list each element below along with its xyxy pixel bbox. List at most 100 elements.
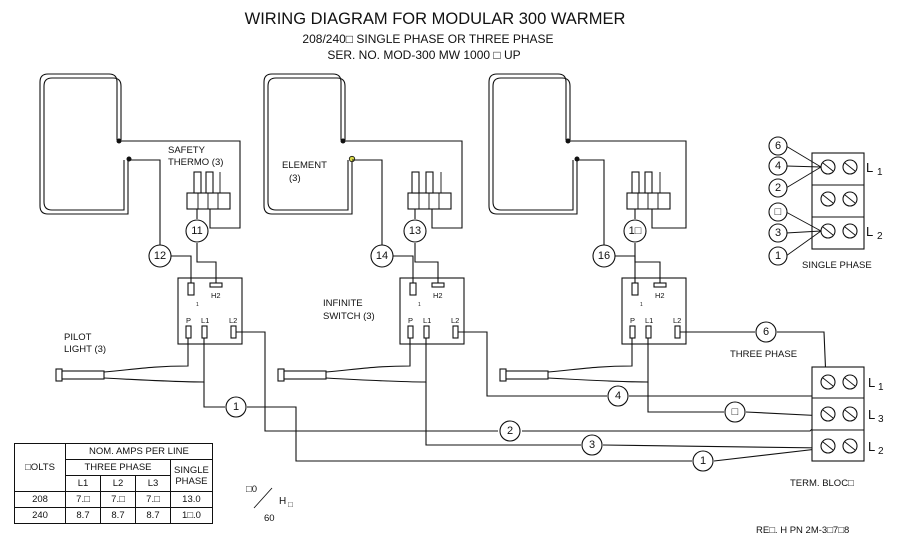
three-phase-l1-sub: 1 [878, 382, 884, 393]
safety-thermostat-1 [186, 171, 231, 210]
switch-2-h2: H2 [433, 291, 443, 300]
row-208-l1: 7.□ [65, 491, 101, 508]
single-phase-label: SINGLE PHASE [802, 260, 872, 271]
hz-denominator: 60 [264, 513, 275, 524]
wire-number-12: 12 [148, 244, 172, 268]
svg-text:□: □ [775, 206, 782, 218]
wire-number-15: 1□ [623, 219, 647, 243]
wire-number-5: □ [724, 401, 746, 423]
wire-number-14: 14 [370, 244, 394, 268]
safety-label: SAFETY [168, 145, 206, 156]
col-l2-header: L2 [100, 475, 136, 492]
row-240-volts: 240 [14, 507, 66, 524]
switch-1-l1: L1 [201, 316, 209, 325]
single-header-line1: SINGLE [174, 464, 209, 476]
row-208-l2: 7.□ [100, 491, 136, 508]
svg-text:1: 1 [775, 250, 781, 262]
svg-text:6: 6 [763, 326, 769, 338]
svg-text:2: 2 [775, 182, 781, 194]
row-240-l1: 8.7 [65, 507, 101, 524]
switch-1-l2: L2 [229, 316, 237, 325]
three-phase-l3-L: L [868, 407, 875, 422]
wire-number-11: 11 [185, 219, 209, 243]
svg-text:4: 4 [775, 160, 781, 172]
table-row: 208 7.□ 7.□ 7.□ 13.0 [14, 491, 213, 508]
infinite-switch-1: 1 H2 P L1 L2 [177, 277, 243, 345]
three-phase-l2-sub: 2 [878, 446, 884, 457]
light-label: LIGHT (3) [64, 344, 106, 355]
single-wire-4: 4 [768, 156, 788, 176]
svg-text:2: 2 [507, 425, 513, 437]
term-bloc-label: TERM. BLOC□ [790, 478, 854, 489]
single-phase-l1-sub: 1 [877, 167, 883, 178]
switch-2-l1: L1 [423, 316, 431, 325]
row-208-l3: 7.□ [135, 491, 171, 508]
diagram-title: WIRING DIAGRAM FOR MODULAR 300 WARMER [245, 10, 626, 28]
three-phase-l2-L: L [868, 439, 875, 454]
single-wire-5: □ [768, 202, 788, 222]
wire-number-4: 4 [607, 385, 629, 407]
three-phase-header: THREE PHASE [65, 459, 171, 476]
switch-2-l2: L2 [451, 316, 459, 325]
heating-element-3 [488, 73, 580, 215]
single-wire-3: 3 [768, 223, 788, 243]
svg-text:□: □ [732, 406, 739, 418]
svg-text:14: 14 [376, 250, 388, 262]
switch-2-h1-sub: 1 [418, 302, 421, 308]
col-l3-header: L3 [135, 475, 171, 492]
pilot-label: PILOT [64, 332, 92, 343]
wire-number-6-three-phase: 6 [755, 321, 777, 343]
svg-text:3: 3 [775, 227, 781, 239]
svg-text:3: 3 [589, 439, 595, 451]
amps-table: □OLTS NOM. AMPS PER LINE THREE PHASE SIN… [14, 443, 213, 524]
three-phase-l3-sub: 3 [878, 414, 884, 425]
switch-3-l2: L2 [673, 316, 681, 325]
single-wire-6: 6 [768, 136, 788, 156]
pilot-light-2 [277, 338, 427, 383]
three-phase-l1-L: L [868, 375, 875, 390]
wire-number-16: 16 [592, 244, 616, 268]
single-phase-l2-L: L [866, 224, 873, 239]
svg-text:16: 16 [598, 250, 610, 262]
heating-element-1 [39, 73, 132, 215]
svg-text:12: 12 [154, 250, 166, 262]
infinite-label: INFINITE [323, 298, 363, 309]
terminal-block-three-phase [811, 366, 865, 462]
row-240-l3: 8.7 [135, 507, 171, 524]
single-header-line2: PHASE [175, 475, 208, 487]
svg-text:11: 11 [191, 225, 202, 237]
element-label: ELEMENT [282, 160, 327, 171]
wire-number-13: 13 [403, 219, 427, 243]
svg-text:4: 4 [615, 390, 621, 402]
switch-label: SWITCH (3) [323, 311, 375, 322]
svg-text:1□: 1□ [629, 225, 642, 237]
single-phase-l2-sub: 2 [877, 231, 883, 242]
amps-group-header: NOM. AMPS PER LINE [65, 443, 213, 460]
switch-3-h1-sub: 1 [640, 302, 643, 308]
single-phase-header: SINGLE PHASE [170, 459, 213, 492]
switch-1-p: P [186, 316, 191, 325]
revision-label: RE□. H PN 2M-3□7□8 [756, 525, 849, 536]
single-phase-l1-L: L [866, 160, 873, 175]
terminal-block-single-phase [811, 152, 865, 250]
infinite-switch-3: 1 H2 P L1 L2 [621, 277, 687, 345]
switch-3-p: P [630, 316, 635, 325]
svg-text:1: 1 [233, 401, 239, 413]
element-qty-label: (3) [289, 173, 301, 184]
safety-thermostat-2 [407, 171, 452, 210]
switch-2-p: P [408, 316, 413, 325]
wire-number-1-upper: 1 [225, 396, 247, 418]
diagram-subtitle-voltage: 208/240□ SINGLE PHASE OR THREE PHASE [302, 32, 553, 46]
svg-text:13: 13 [409, 225, 421, 237]
row-208-single: 13.0 [170, 491, 213, 508]
three-phase-label: THREE PHASE [730, 349, 797, 360]
svg-text:1: 1 [700, 455, 706, 467]
switch-1-h2: H2 [211, 291, 221, 300]
row-240-single: 1□.0 [170, 507, 213, 524]
pilot-light-3 [499, 338, 649, 383]
col-l1-header: L1 [65, 475, 101, 492]
volts-header: □OLTS [14, 443, 66, 492]
thermo-label: THERMO (3) [168, 157, 223, 168]
